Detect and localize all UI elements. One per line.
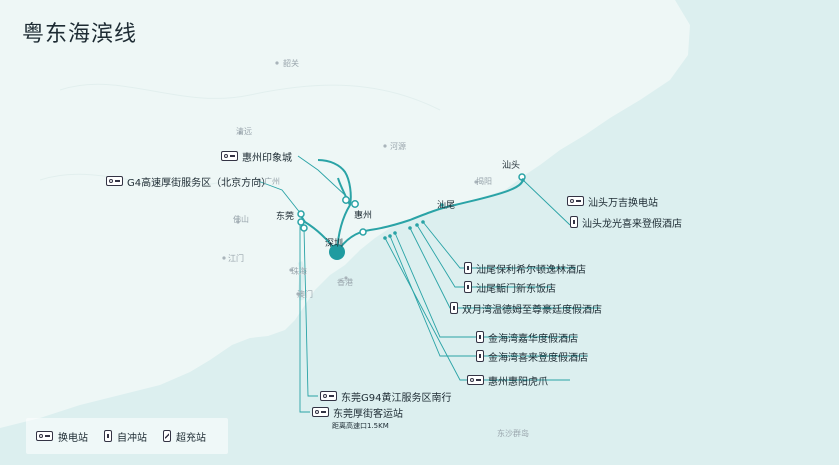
swap-icon [467, 375, 484, 385]
station-huizhou-yinxiangcheng[interactable]: 惠州印象城 [221, 149, 292, 164]
shenzhen-hub [329, 244, 345, 260]
place-heyuan: 河源 [390, 142, 406, 151]
city-shanwei: 汕尾 [437, 201, 456, 211]
station-huiyang-huzhua[interactable]: 惠州惠阳虎爪 [467, 373, 548, 388]
distance-note: 距离高速口1.5KM [332, 422, 389, 430]
map-title: 粤东海滨线 [22, 22, 138, 47]
legend-swap: 换电站 [36, 429, 88, 444]
city-dongguan: 东莞 [276, 212, 295, 222]
place-dongsha: 东沙群岛 [497, 429, 529, 438]
station-shanwei-hilton[interactable]: 汕尾保利希尔顿逸林酒店 [464, 261, 586, 276]
place-jiangmen: 江门 [228, 254, 244, 263]
swap-icon [312, 407, 329, 417]
place-zhuhai: 珠海 [291, 267, 307, 276]
station-shantou-sheraton[interactable]: 汕头龙光喜来登假酒店 [570, 215, 682, 230]
map-legend: 换电站 自冲站 超充站 [26, 418, 228, 454]
station-g4-houjie[interactable]: G4高速厚街服务区（北京方向） [106, 174, 271, 189]
city-shenzhen: 深圳 [325, 239, 344, 249]
place-macau: 澳门 [297, 290, 313, 299]
place-foshan: 佛山 [233, 215, 249, 224]
swap-icon [320, 391, 337, 401]
swap-icon [567, 196, 584, 206]
place-shaoguan: 韶关 [283, 59, 299, 68]
place-guangzhou: 广州 [264, 177, 280, 186]
swap-icon [106, 176, 123, 186]
station-dongguan-g94-huangjiang[interactable]: 东莞G94黄江服务区南行 [320, 389, 451, 404]
self-service-icon [450, 302, 458, 314]
place-hongkong: 香港 [337, 278, 353, 287]
station-dongguan-houjie-bus[interactable]: 东莞厚街客运站 [312, 405, 403, 420]
station-shantou-wanji[interactable]: 汕头万吉换电站 [567, 194, 658, 209]
station-shanwei-houmen[interactable]: 汕尾鲘门新东饭店 [464, 280, 556, 295]
self-service-icon [476, 350, 484, 362]
self-service-icon [464, 281, 472, 293]
city-shantou: 汕头 [502, 161, 521, 171]
self-service-icon [570, 216, 578, 228]
city-huizhou: 惠州 [354, 211, 373, 221]
station-jinhaiwan-sheraton[interactable]: 金海湾喜来登度假酒店 [476, 349, 588, 364]
supercharger-icon [163, 430, 171, 442]
station-jinhaiwan-jiahua[interactable]: 金海湾嘉华度假酒店 [476, 330, 578, 345]
station-dots [383, 178, 525, 240]
self-service-icon [104, 430, 112, 442]
self-service-icon [464, 262, 472, 274]
legend-supercharger: 超充站 [163, 429, 206, 444]
legend-self-service: 自冲站 [104, 429, 147, 444]
swap-icon [36, 431, 53, 441]
self-service-icon [476, 331, 484, 343]
place-jieyang: 揭阳 [476, 177, 492, 186]
station-shuangyuewan-wyndham[interactable]: 双月湾温德姆至尊豪廷度假酒店 [450, 301, 602, 316]
place-qingyuan: 清远 [236, 127, 252, 136]
swap-icon [221, 151, 238, 161]
